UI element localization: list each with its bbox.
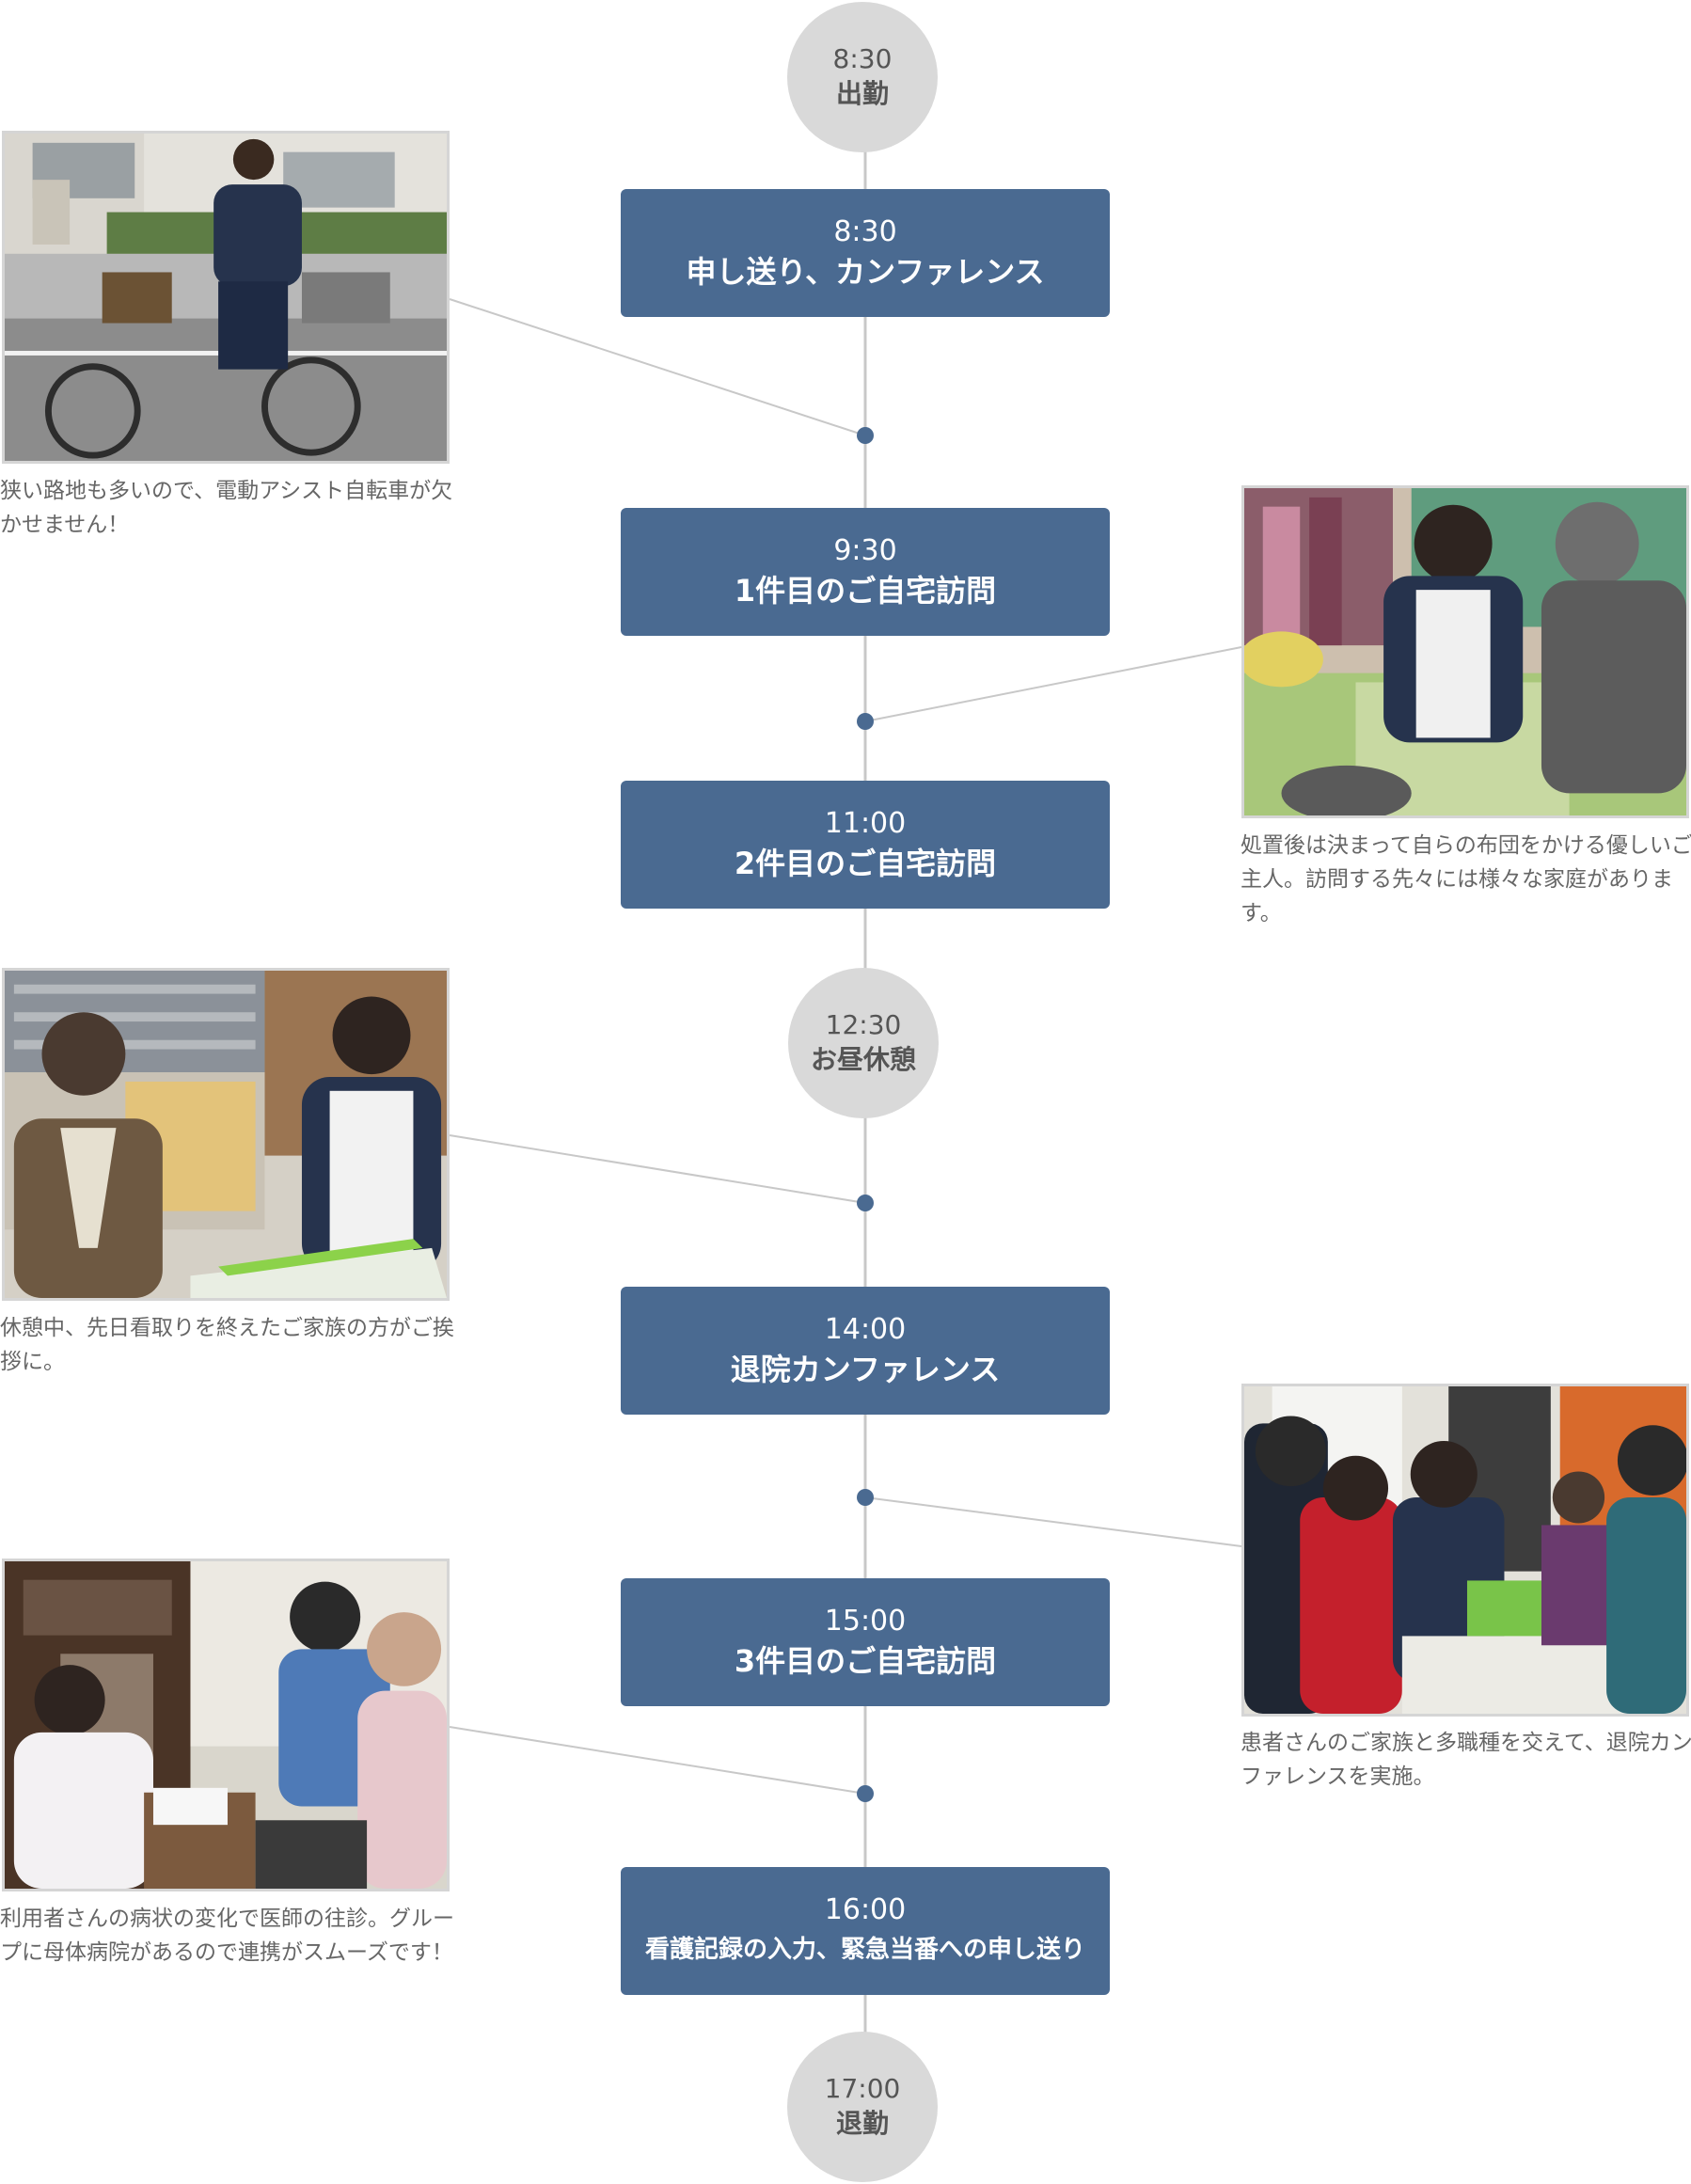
connector-line-5 (449, 1726, 866, 1795)
schedule-time: 11:00 (824, 807, 907, 840)
schedule-time: 16:00 (824, 1893, 907, 1926)
milestone-lunch-label: お昼休憩 (810, 1044, 916, 1075)
schedule-label: 1件目のご自宅訪問 (734, 573, 997, 609)
schedule-item-6: 16:00 看護記録の入力、緊急当番への申し送り (621, 1867, 1110, 1995)
photo-caption-5: 利用者さんの病状の変化で医師の往診。グループに母体病院があるので連携がスムーズで… (0, 1907, 454, 1965)
schedule-time: 9:30 (833, 534, 897, 567)
connector-dot-3 (857, 1195, 874, 1211)
schedule-item-5: 15:00 3件目のご自宅訪問 (621, 1578, 1110, 1706)
home-visit-photo (1241, 485, 1689, 818)
schedule-time: 8:30 (833, 215, 897, 248)
schedule-item-4: 14:00 退院カンファレンス (621, 1287, 1110, 1415)
connector-line-4 (864, 1496, 1242, 1547)
milestone-lunch-time: 12:30 (825, 1009, 902, 1040)
photo-caption-2: 処置後は決まって自らの布団をかける優しいご主人。訪問する先々には様々な家庭があり… (1241, 833, 1691, 926)
milestone-lunch: 12:30 お昼休憩 (788, 968, 939, 1118)
photo-caption-3: 休憩中、先日看取りを終えたご家族の方がご挨拶に。 (0, 1316, 454, 1374)
schedule-item-2: 9:30 1件目のご自宅訪問 (621, 508, 1110, 636)
connector-line-3 (449, 1134, 866, 1204)
connector-line-1 (449, 298, 866, 436)
schedule-label: 退院カンファレンス (730, 1352, 1001, 1387)
milestone-end-time: 17:00 (824, 2073, 901, 2104)
milestone-start: 8:30 出勤 (787, 2, 938, 152)
discharge-conference-photo (1241, 1384, 1689, 1717)
milestone-end-label: 退勤 (835, 2108, 889, 2139)
schedule-label: 3件目のご自宅訪問 (734, 1643, 997, 1679)
milestone-start-time: 8:30 (832, 43, 893, 74)
connector-dot-1 (857, 427, 874, 444)
schedule-label: 看護記録の入力、緊急当番への申し送り (644, 1936, 1085, 1964)
nurse-on-bicycle-photo (2, 131, 450, 464)
photo-caption-4: 患者さんのご家族と多職種を交えて、退院カンファレンスを実施。 (1241, 1731, 1691, 1789)
schedule-time: 15:00 (824, 1605, 907, 1638)
family-greeting-photo (2, 968, 450, 1301)
schedule-item-3: 11:00 2件目のご自宅訪問 (621, 781, 1110, 909)
doctor-visit-photo (2, 1559, 450, 1891)
schedule-time: 14:00 (824, 1313, 907, 1346)
schedule-label: 申し送り、カンファレンス (686, 254, 1045, 290)
connector-line-2 (864, 646, 1242, 722)
milestone-start-label: 出勤 (835, 78, 889, 109)
schedule-label: 2件目のご自宅訪問 (734, 846, 997, 881)
connector-dot-5 (857, 1785, 874, 1802)
schedule-item-1: 8:30 申し送り、カンファレンス (621, 189, 1110, 317)
connector-dot-2 (857, 713, 874, 730)
milestone-end: 17:00 退勤 (787, 2032, 938, 2182)
connector-dot-4 (857, 1489, 874, 1506)
photo-caption-1: 狭い路地も多いので、電動アシスト自転車が欠かせません！ (0, 479, 453, 537)
